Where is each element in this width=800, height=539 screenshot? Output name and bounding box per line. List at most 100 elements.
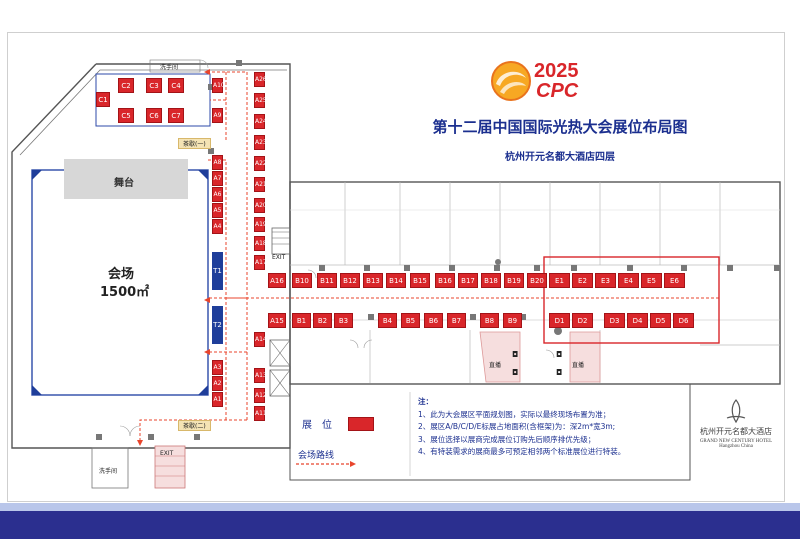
booth-a18[interactable]: A18 [254, 236, 267, 251]
booth-b17[interactable]: B17 [458, 273, 478, 288]
booth-b18[interactable]: B18 [481, 273, 501, 288]
hall-area: 1500㎡ [100, 285, 150, 300]
booth-a8[interactable]: A8 [212, 155, 223, 170]
camera-icon-1: ◘ [512, 350, 519, 359]
booth-a25[interactable]: A25 [254, 93, 267, 108]
booth-a11[interactable]: A11 [254, 406, 267, 421]
booth-b14[interactable]: B14 [386, 273, 406, 288]
booth-e5[interactable]: E5 [641, 273, 662, 288]
booth-b10[interactable]: B10 [292, 273, 312, 288]
booth-a16[interactable]: A16 [268, 273, 286, 288]
booth-d6[interactable]: D6 [673, 313, 694, 328]
booth-c5[interactable]: C5 [118, 108, 134, 123]
booth-c4[interactable]: C4 [168, 78, 184, 93]
booth-d2[interactable]: D2 [572, 313, 593, 328]
booth-a21[interactable]: A21 [254, 177, 267, 192]
booth-a6[interactable]: A6 [212, 187, 223, 202]
booth-b15[interactable]: B15 [410, 273, 430, 288]
booth-b16[interactable]: B16 [435, 273, 455, 288]
booth-a9[interactable]: A9 [212, 108, 223, 123]
booth-c2[interactable]: C2 [118, 78, 134, 93]
booth-a3[interactable]: A3 [212, 360, 223, 375]
booth-e3[interactable]: E3 [595, 273, 616, 288]
hotel-city: Hangzhou China [719, 444, 753, 449]
page-subtitle: 杭州开元名都大酒店四层 [505, 152, 615, 163]
booth-b5[interactable]: B5 [401, 313, 420, 328]
booth-t2[interactable]: T2 [212, 306, 223, 344]
live-room-2-label: 直播 [572, 362, 585, 369]
booth-b19[interactable]: B19 [504, 273, 524, 288]
camera-icon-3: ◘ [556, 350, 563, 359]
legend-booth-swatch [348, 417, 374, 431]
footer-band [0, 511, 800, 539]
booth-a19[interactable]: A19 [254, 217, 267, 232]
hotel-emblem-icon [726, 399, 746, 424]
booth-d1[interactable]: D1 [549, 313, 570, 328]
logo-brand: CPC [536, 80, 579, 102]
notes-block: 注： 1、此为大会展区平面规划图，实际以最终现场布置为准； 2、展区A/B/C/… [418, 396, 625, 459]
camera-icon-4: ◘ [556, 368, 563, 377]
hotel-name-en: GRAND NEW CENTURY HOTEL [699, 439, 773, 444]
booth-a2[interactable]: A2 [212, 376, 223, 391]
booth-t1[interactable]: T1 [212, 252, 223, 290]
booth-e4[interactable]: E4 [618, 273, 639, 288]
booth-b7[interactable]: B7 [447, 313, 466, 328]
booth-a13[interactable]: A13 [254, 368, 267, 383]
sun-swirl-icon [491, 61, 531, 101]
exit-label-1: EXIT [272, 254, 286, 261]
legend-route-label: 会场路线 [298, 451, 335, 461]
booth-a7[interactable]: A7 [212, 171, 223, 186]
booth-a15[interactable]: A15 [268, 313, 286, 328]
note-item-2: 2、展区A/B/C/D/E标展占地面积(含框架)为：深2m*宽3m; [418, 422, 616, 431]
booth-b2[interactable]: B2 [313, 313, 332, 328]
booth-d3[interactable]: D3 [604, 313, 625, 328]
booth-c7[interactable]: C7 [168, 108, 184, 123]
booth-a12[interactable]: A12 [254, 388, 267, 403]
camera-icon-2: ◘ [512, 368, 519, 377]
exit-label-2: EXIT [160, 450, 174, 457]
cpc-logo: 2025 CPC [490, 58, 600, 104]
booth-a1[interactable]: A1 [212, 392, 223, 407]
booth-e6[interactable]: E6 [664, 273, 685, 288]
booth-a26[interactable]: A26 [254, 72, 267, 87]
booth-b11[interactable]: B11 [317, 273, 337, 288]
hotel-logo: 杭州开元名都大酒店 GRAND NEW CENTURY HOTEL Hangzh… [690, 398, 782, 468]
booth-a14[interactable]: A14 [254, 332, 267, 347]
booth-a22[interactable]: A22 [254, 156, 267, 171]
booth-b3[interactable]: B3 [334, 313, 353, 328]
booth-b6[interactable]: B6 [424, 313, 443, 328]
booth-b20[interactable]: B20 [527, 273, 547, 288]
tea-room-2-label: 茶歇(二) [178, 420, 211, 431]
booth-b9[interactable]: B9 [503, 313, 522, 328]
booth-a10[interactable]: A10 [212, 78, 225, 93]
booth-a5[interactable]: A5 [212, 203, 223, 218]
booth-b4[interactable]: B4 [378, 313, 397, 328]
stage-area [64, 159, 188, 199]
booth-a17[interactable]: A17 [254, 255, 267, 270]
booth-e2[interactable]: E2 [572, 273, 593, 288]
booth-b13[interactable]: B13 [363, 273, 383, 288]
booth-d5[interactable]: D5 [650, 313, 671, 328]
booth-c6[interactable]: C6 [146, 108, 162, 123]
booth-b12[interactable]: B12 [340, 273, 360, 288]
booth-a23[interactable]: A23 [254, 135, 267, 150]
booth-a4[interactable]: A4 [212, 219, 223, 234]
note-item-3: 3、展位选择以展商完成展位订购先后顺序排优先级； [418, 434, 596, 444]
hall-name: 会场 [108, 267, 135, 282]
booth-c1[interactable]: C1 [96, 92, 110, 107]
booth-e1[interactable]: E1 [549, 273, 570, 288]
booth-c3[interactable]: C3 [146, 78, 162, 93]
tea-room-1-label: 茶歇(一) [178, 138, 211, 149]
booth-a24[interactable]: A24 [254, 114, 267, 129]
note-item-4: 4、有特装需求的展商最多可预定相邻两个标准展位进行特装。 [418, 447, 626, 456]
booth-d4[interactable]: D4 [627, 313, 648, 328]
stage-label: 舞台 [114, 178, 134, 189]
booth-b8[interactable]: B8 [480, 313, 499, 328]
footer-light-band [0, 503, 800, 511]
booth-b1[interactable]: B1 [292, 313, 311, 328]
legend-booth-label: 展 位 [302, 420, 332, 431]
booth-a20[interactable]: A20 [254, 198, 267, 213]
note-item-1: 1、此为大会展区平面规划图，实际以最终现场布置为准； [418, 409, 611, 419]
